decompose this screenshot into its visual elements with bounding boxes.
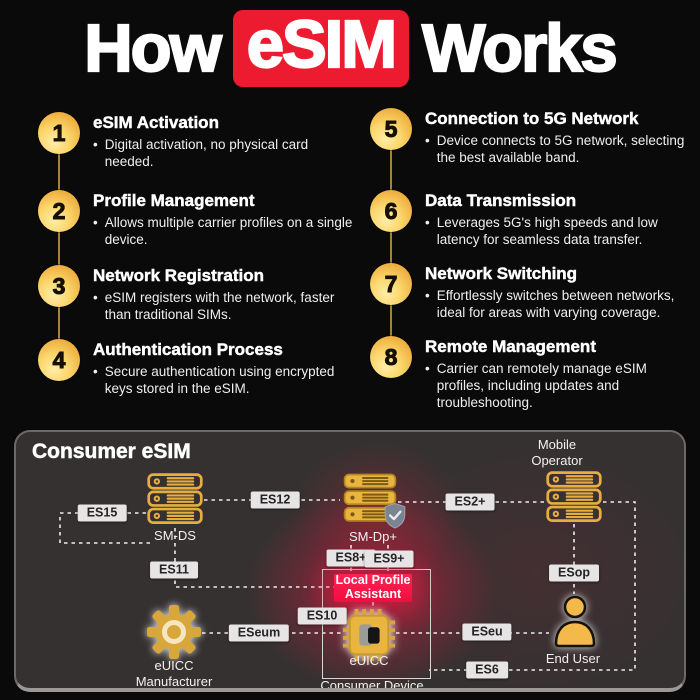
bullet-icon: •: [425, 288, 430, 303]
step-8-title: Remote Management: [425, 337, 596, 356]
steps-section: 1 eSIM Activation • Digital activation, n…: [38, 108, 692, 411]
step-2: 2 Profile Management • Allows multiple ca…: [38, 190, 360, 248]
mobile-operator-label: Mobile Operator: [531, 437, 583, 469]
euicc-label: eUICC: [349, 653, 389, 668]
left-column-connector-line: [58, 133, 60, 361]
interface-label-es11: ES11: [150, 561, 198, 579]
right-column-connector-line: [390, 129, 392, 358]
step-8-number-badge: 8: [370, 336, 412, 378]
bullet-icon: •: [425, 133, 430, 148]
step-7-description: Effortlessly switches between networks, …: [436, 288, 675, 321]
sm-ds-label: SM-DS: [154, 528, 196, 543]
interface-label-es10: ES10: [297, 607, 347, 625]
step-8: 8 Remote Management • Carrier can remotel…: [370, 336, 692, 411]
step-2-title: Profile Management: [93, 191, 255, 210]
title-pre: How: [83, 9, 223, 86]
consumer-device-label: Consumer Device: [320, 678, 424, 692]
step-1: 1 eSIM Activation • Digital activation, n…: [38, 112, 360, 170]
step-2-description: Allows multiple carrier profiles on a si…: [104, 215, 353, 248]
euicc-manufacturer-label: eUICC Manufacturer: [135, 658, 213, 690]
step-3-number-badge: 3: [38, 265, 80, 307]
step-4-description: Secure authentication using encrypted ke…: [104, 364, 335, 397]
step-1-number-badge: 1: [38, 112, 80, 154]
step-6-description: Leverages 5G's high speeds and low laten…: [436, 215, 658, 248]
interface-label-eseu: ESeu: [462, 623, 512, 641]
step-7-number-badge: 7: [370, 263, 412, 305]
end-user-person-icon: [554, 595, 596, 648]
connector-es2-es6: [398, 501, 636, 671]
step-4: 4 Authentication Process • Secure authent…: [38, 339, 360, 397]
connector-es11: [174, 528, 335, 588]
step-5-number-badge: 5: [370, 108, 412, 150]
step-6-title: Data Transmission: [425, 191, 577, 210]
bullet-icon: •: [93, 364, 98, 379]
bullet-icon: •: [93, 290, 98, 305]
consumer-esim-diagram-panel: Consumer eSIM SM-DS: [14, 430, 686, 692]
step-2-number-badge: 2: [38, 190, 80, 232]
step-4-number-badge: 4: [38, 339, 80, 381]
step-3-title: Network Registration: [93, 266, 264, 285]
step-1-description: Digital activation, no physical card nee…: [104, 137, 309, 170]
step-3-description: eSIM registers with the network, faster …: [104, 290, 335, 323]
mobile-operator-server-icon: [546, 471, 602, 523]
diagram-title: Consumer eSIM: [32, 440, 191, 464]
interface-label-es2: ES2+: [445, 493, 495, 511]
shield-check-icon: [384, 502, 406, 529]
connector-es15-loop: [59, 512, 152, 544]
step-3: 3 Network Registration • eSIM registers w…: [38, 265, 360, 323]
interface-label-es12: ES12: [250, 491, 300, 509]
step-4-title: Authentication Process: [93, 340, 283, 359]
step-1-title: eSIM Activation: [93, 113, 219, 132]
interface-label-es9: ES9+: [364, 550, 414, 568]
end-user-label: End User: [545, 651, 601, 666]
sm-ds-server-icon: [147, 473, 203, 525]
sm-dp-label: SM-Dp+: [348, 529, 398, 544]
interface-label-es6: ES6: [466, 661, 508, 679]
bullet-icon: •: [93, 215, 98, 230]
interface-label-eseum: ESeum: [228, 624, 290, 642]
page-title: How eSIM Works: [0, 0, 700, 96]
step-6-number-badge: 6: [370, 190, 412, 232]
step-5: 5 Connection to 5G Network • Device conne…: [370, 108, 692, 166]
bullet-icon: •: [93, 137, 98, 152]
interface-label-es15: ES15: [77, 504, 127, 522]
step-7: 7 Network Switching • Effortlessly switch…: [370, 263, 692, 321]
step-8-description: Carrier can remotely manage eSIM profile…: [436, 361, 647, 411]
bullet-icon: •: [425, 361, 430, 376]
gear-icon: [147, 605, 201, 659]
bullet-icon: •: [425, 215, 430, 230]
step-5-title: Connection to 5G Network: [425, 109, 639, 128]
step-7-title: Network Switching: [425, 264, 578, 283]
step-6: 6 Data Transmission • Leverages 5G's high…: [370, 190, 692, 248]
title-highlight-esim: eSIM: [232, 9, 410, 87]
local-profile-assistant-box: Local Profile Assistant: [334, 573, 412, 602]
title-post: Works: [421, 9, 619, 86]
interface-label-esop: ESop: [549, 564, 599, 582]
step-5-description: Device connects to 5G network, selecting…: [436, 133, 685, 166]
